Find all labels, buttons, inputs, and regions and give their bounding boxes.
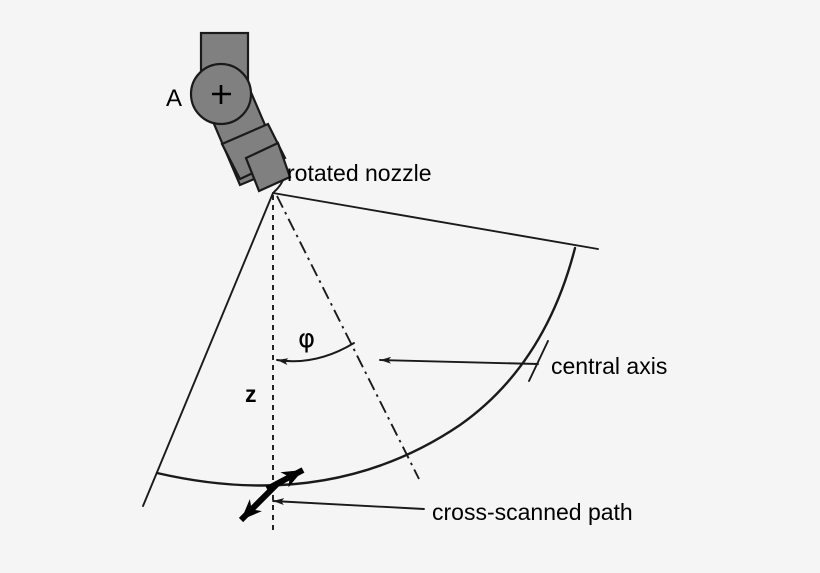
nozzle-assembly-body <box>189 31 292 193</box>
fan-edge-right <box>272 192 599 250</box>
cross-scan-leader-line <box>272 498 425 510</box>
label-central-axis: central axis <box>551 353 667 379</box>
central-axis-leader <box>379 340 549 382</box>
angle-arc-arrow <box>276 342 355 366</box>
label-rotation-angle-phi: φ <box>298 324 315 354</box>
label-standoff-z: z <box>245 381 257 407</box>
central-axis-leader-line <box>379 356 539 365</box>
label-cross-scanned-path: cross-scanned path <box>432 499 633 525</box>
fan-arc <box>155 246 577 487</box>
fan-edge-left <box>142 192 274 507</box>
label-assembly-a: A <box>166 85 182 112</box>
spray-fan-sector <box>142 192 599 507</box>
nozzle-tip <box>244 141 292 193</box>
central-axis-leader-tick <box>528 340 549 382</box>
nozzle-center-crosshair-icon <box>212 85 231 104</box>
cross-scan-arrow-down <box>238 480 281 523</box>
label-rotated-nozzle: rotated nozzle <box>287 160 431 186</box>
central-axis-dashdot-line <box>276 195 420 480</box>
